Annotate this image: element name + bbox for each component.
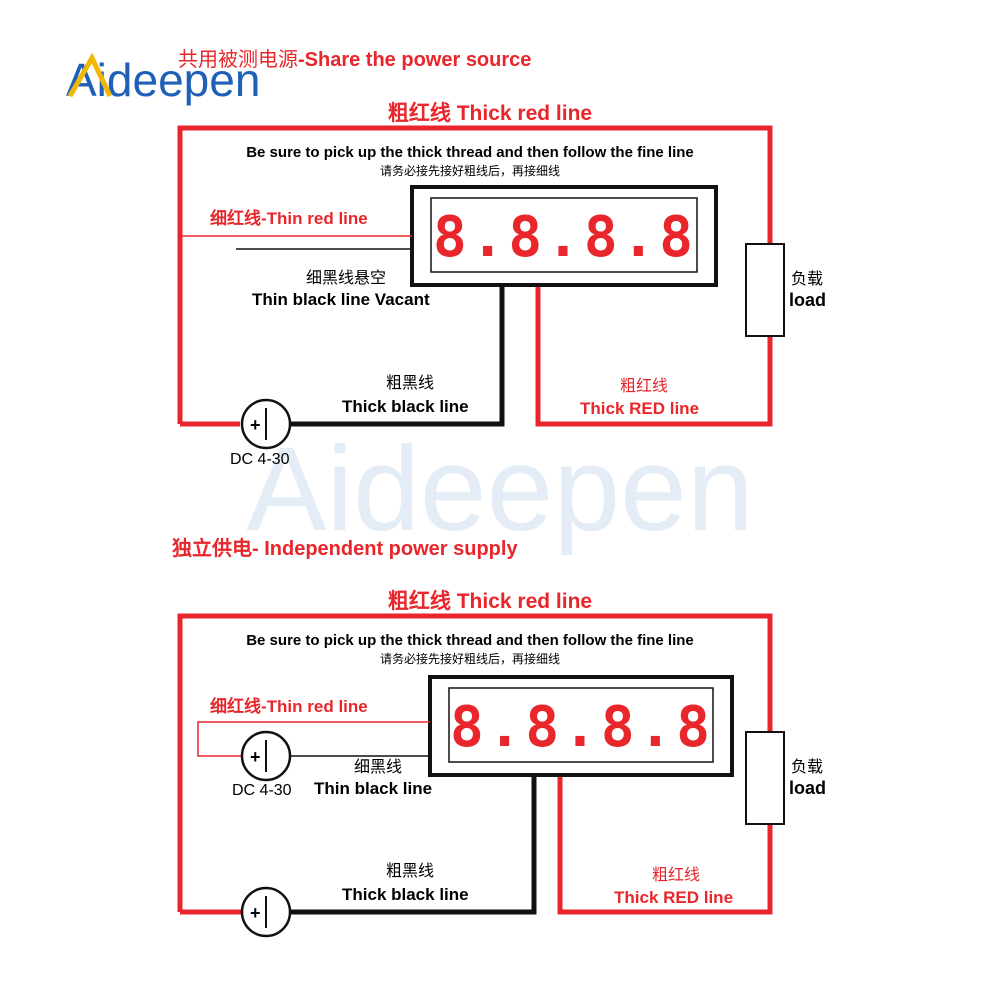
- shared-thick-red-wire-load: [535, 286, 773, 427]
- shared-load-en: load: [789, 290, 826, 310]
- shared-thick-red-cn: 粗红线: [620, 376, 668, 395]
- shared-title-cn: 共用被测电源: [178, 47, 298, 71]
- shared-dc-label: DC 4-30: [230, 451, 290, 468]
- independent-power-section: 独立供电- Independent power supply 粗红线 Thick…: [172, 536, 826, 938]
- independent-thin-red-wire: [197, 721, 430, 757]
- shared-instruction-en: Be sure to pick up the thick thread and …: [246, 144, 694, 161]
- shared-thin-black-cn: 细黑线悬空: [306, 268, 386, 287]
- shared-thin-black-en: Thin black line Vacant: [252, 290, 430, 309]
- independent-thick-black-wire: [290, 776, 537, 915]
- independent-thick-red-cn: 粗红线: [652, 865, 700, 884]
- shared-title: 共用被测电源-Share the power source: [178, 47, 531, 71]
- shared-meter-screen: [430, 197, 698, 273]
- logo-a-mark: [67, 52, 113, 98]
- independent-thick-black-cn: 粗黑线: [386, 861, 434, 880]
- independent-thick-red-top-label: 粗红线 Thick red line: [388, 589, 592, 613]
- independent-thick-red-en: Thick RED line: [614, 888, 733, 907]
- shared-load-resistor: [745, 243, 785, 337]
- independent-instruction-cn: 请务必接先接好粗线后，再接细线: [380, 651, 560, 666]
- independent-dc-plus-icon-secondary: +: [250, 747, 261, 767]
- watermark-logo: Aideepen: [246, 422, 753, 556]
- logo-text: Aideepen: [66, 54, 260, 106]
- independent-thin-red-label: 细红线-Thin red line: [210, 696, 368, 716]
- independent-load-cn: 负载: [791, 757, 823, 776]
- independent-instruction-en: Be sure to pick up the thick thread and …: [246, 632, 694, 649]
- independent-thick-black-en: Thick black line: [342, 885, 469, 904]
- independent-meter-screen: [448, 687, 714, 763]
- shared-power-section: 共用被测电源-Share the power source 粗红线 Thick …: [177, 47, 826, 468]
- shared-thick-black-wire: [336, 286, 505, 427]
- independent-thin-black-cn: 细黑线: [354, 757, 402, 776]
- shared-title-en: -Share the power source: [298, 49, 531, 71]
- independent-load-resistor: [745, 731, 785, 825]
- shared-thin-red-label: 细红线-Thin red line: [210, 208, 368, 228]
- shared-thick-black-en: Thick black line: [342, 397, 469, 416]
- shared-dc-plus-icon: +: [250, 415, 261, 435]
- shared-thick-black-cn: 粗黑线: [386, 373, 434, 392]
- independent-meter-digits: 8.8.8.8: [450, 695, 714, 760]
- shared-meter-digits: 8.8.8.8: [433, 205, 697, 270]
- shared-thick-red-top-label: 粗红线 Thick red line: [388, 101, 592, 125]
- independent-dc-plus-icon-main: +: [250, 903, 261, 923]
- aideepen-logo: Aideepen: [66, 52, 260, 106]
- independent-dc-label: DC 4-30: [232, 782, 292, 799]
- shared-thick-red-wire-outer: [177, 125, 773, 424]
- independent-load-en: load: [789, 778, 826, 798]
- shared-load-cn: 负载: [791, 269, 823, 288]
- shared-instruction-cn: 请务必接先接好粗线后，再接细线: [380, 163, 560, 178]
- independent-thin-black-en: Thin black line: [314, 779, 432, 798]
- independent-title: 独立供电- Independent power supply: [172, 536, 518, 560]
- shared-thick-red-en: Thick RED line: [580, 399, 699, 418]
